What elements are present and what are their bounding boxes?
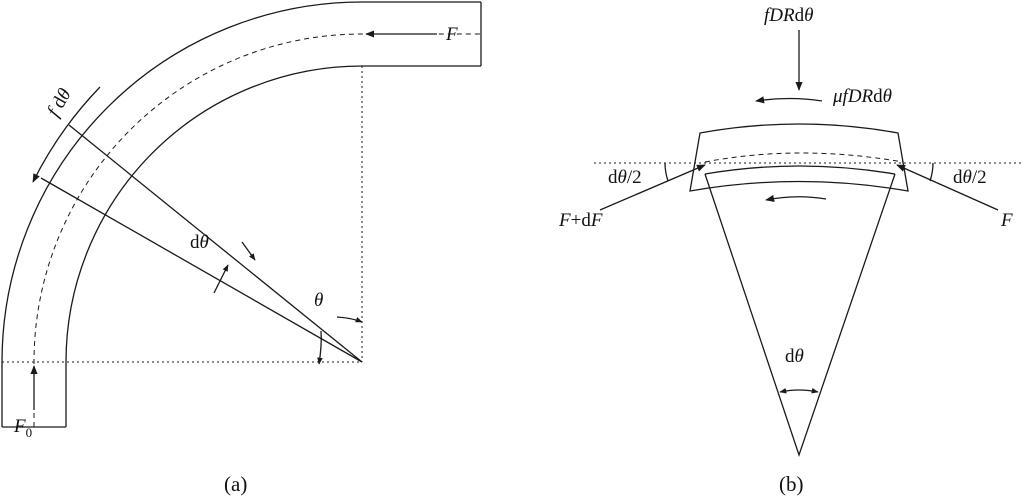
- label-f-dtheta: f dθ: [43, 85, 76, 121]
- theta-arc: [317, 330, 323, 365]
- label-apex-angle: dθ: [785, 346, 804, 367]
- radial-line-lower: [40, 177, 363, 363]
- radial-line-upper: [68, 124, 363, 363]
- pulley-arc: [704, 165, 896, 175]
- dtheta-tick-lower: [213, 264, 229, 294]
- inner-rotation-arrow: [765, 194, 827, 202]
- panel-b: [594, 30, 1024, 458]
- panel-a: [1, 1, 482, 428]
- element-centerline: [704, 152, 904, 163]
- apex-angle-arc: [779, 387, 819, 394]
- friction-arrow: [32, 86, 101, 183]
- label-force-bottom: F0: [13, 416, 32, 440]
- label-force-top: F: [445, 24, 458, 45]
- pulley-sector: [704, 173, 896, 458]
- label-dtheta-a: dθ: [190, 232, 209, 253]
- belt-inner-edge: [65, 65, 481, 427]
- label-half-angle-left: dθ/2: [608, 167, 642, 188]
- caption-a: (a): [224, 472, 247, 496]
- half-angle-arc-right: [929, 162, 934, 182]
- label-force-left: F+dF: [558, 210, 603, 231]
- belt-outer-edge: [1, 1, 481, 427]
- label-theta: θ: [314, 290, 323, 311]
- force-right-arrow: [896, 164, 999, 211]
- half-angle-arc-left: [664, 162, 669, 182]
- belt-centerline: [33, 33, 481, 427]
- friction-arrow-b: [755, 96, 823, 104]
- label-normal-load: fDRdθ: [764, 5, 813, 26]
- theta-arc-top: [336, 316, 363, 323]
- label-force-right: F: [1000, 210, 1013, 231]
- force-left-arrow: [599, 164, 706, 211]
- belt-element: [689, 123, 909, 192]
- label-half-angle-right: dθ/2: [953, 167, 987, 188]
- label-friction-b: μfDRdθ: [832, 86, 892, 107]
- dtheta-tick-upper: [241, 241, 256, 261]
- caption-b: (b): [779, 472, 804, 496]
